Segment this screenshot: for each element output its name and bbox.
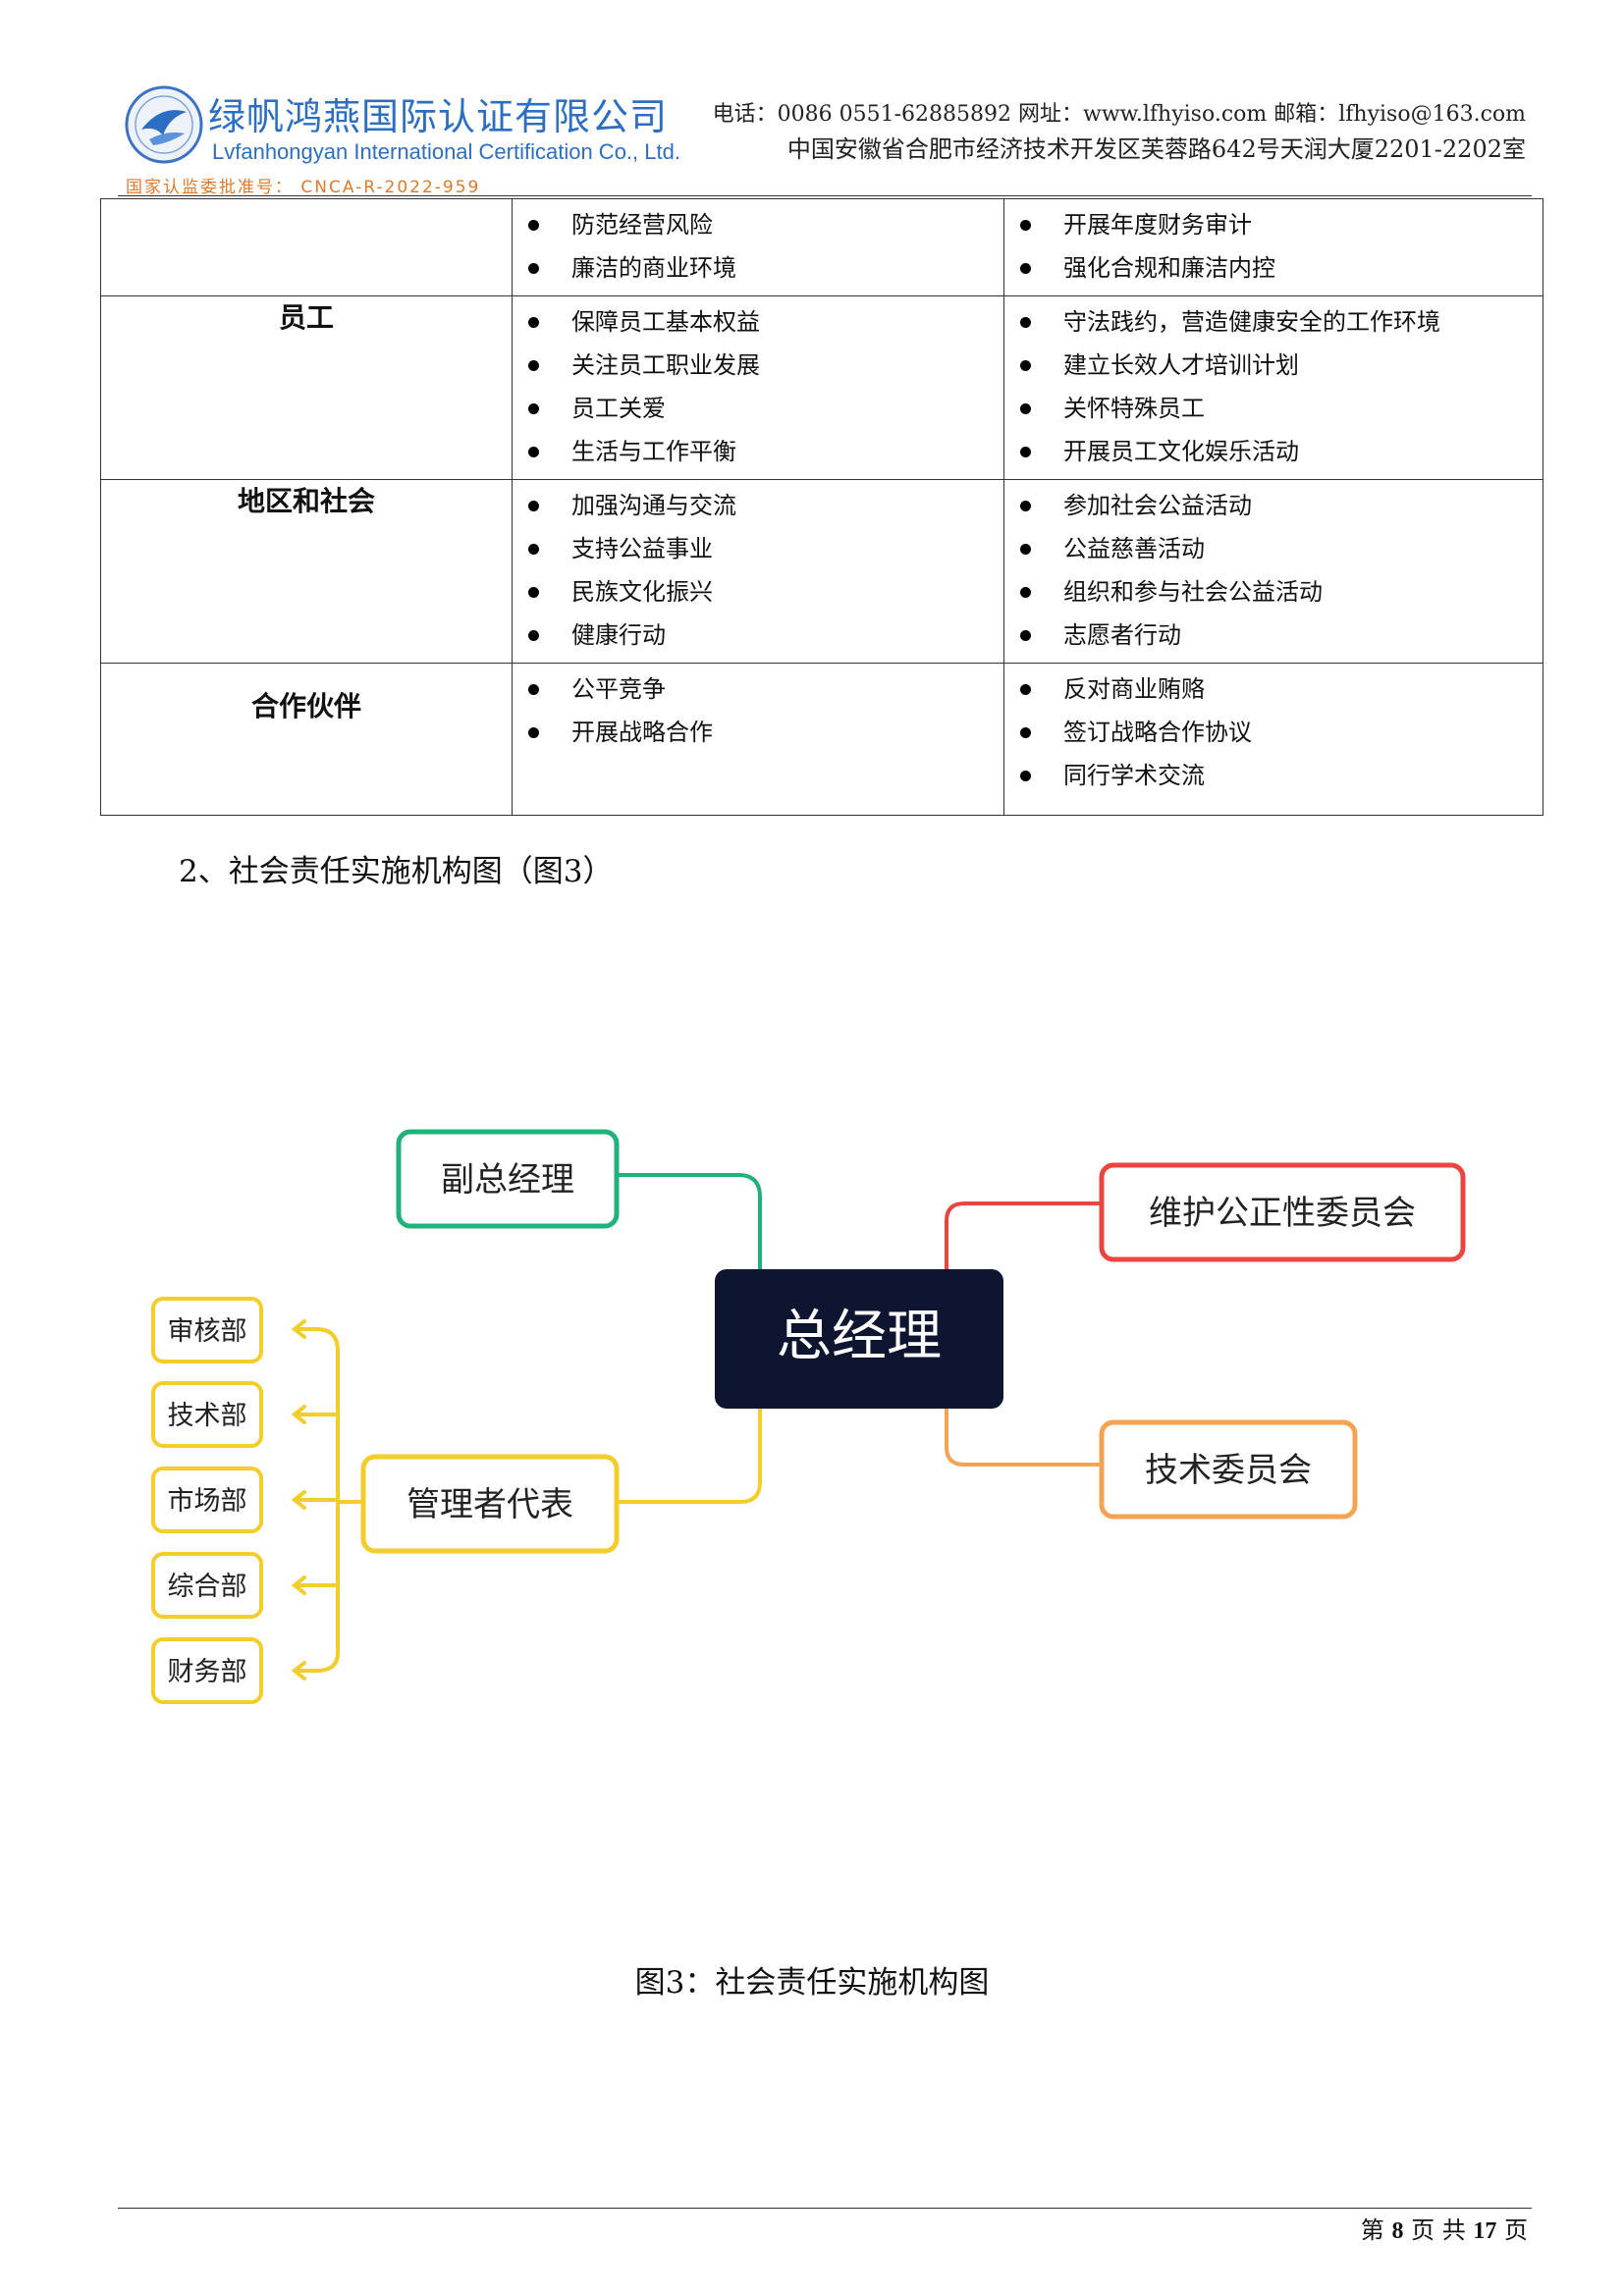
list-item: 支持公益事业 <box>513 527 1003 570</box>
footer-divider <box>118 2208 1532 2209</box>
list-item: 保障员工基本权益 <box>513 300 1003 344</box>
issues-cell: 防范经营风险 廉洁的商业环境 <box>512 198 1004 296</box>
section-title: 2、社会责任实施机构图（图3） <box>179 854 614 889</box>
list-item: 强化合规和廉洁内控 <box>1004 246 1543 290</box>
actions-cell: 参加社会公益活动 公益慈善活动 组织和参与社会公益活动 志愿者行动 <box>1003 479 1543 664</box>
total-pages: 17 <box>1473 2218 1497 2244</box>
issues-cell: 公平竞争 开展战略合作 <box>512 663 1004 816</box>
actions-cell: 反对商业贿赂 签订战略合作协议 同行学术交流 <box>1003 663 1543 816</box>
department-node <box>151 1637 263 1704</box>
department-label: 市场部 <box>168 1486 247 1517</box>
list-item: 守法践约，营造健康安全的工作环境 <box>1004 300 1543 344</box>
department-label: 审核部 <box>168 1316 247 1347</box>
table-row: 员工 保障员工基本权益 关注员工职业发展 员工关爱 生活与工作平衡 守法践约，营… <box>100 295 1543 480</box>
management-rep-node <box>360 1454 620 1554</box>
footer-middle: 页 共 <box>1411 2216 1466 2244</box>
fairness-connector <box>945 1201 1100 1269</box>
org-chart: 总经理 副总经理 管理者代表 维护公正性委员会 技术委员会 审核部 技术部 市场… <box>151 1129 1466 1704</box>
company-name-cn: 绿帆鸿燕国际认证有限公司 <box>208 95 669 138</box>
table-row: 合作伙伴 公平竞争 开展战略合作 反对商业贿赂 签订战略合作协议 同行学术交流 <box>100 663 1543 816</box>
list-item: 加强沟通与交流 <box>513 484 1003 527</box>
fairness-committee-node <box>1099 1162 1466 1262</box>
list-item: 生活与工作平衡 <box>513 430 1003 473</box>
stakeholder-table: 防范经营风险 廉洁的商业环境 开展年度财务审计 强化合规和廉洁内控 员工 保障员… <box>100 198 1543 816</box>
list-item: 健康行动 <box>513 614 1003 657</box>
fairness-committee-label: 维护公正性委员会 <box>1149 1194 1416 1233</box>
list-item: 志愿者行动 <box>1004 614 1543 657</box>
technical-committee-label: 技术委员会 <box>1145 1451 1312 1490</box>
list-item: 廉洁的商业环境 <box>513 246 1003 290</box>
approval-number: 国家认监委批准号： CNCA-R-2022-959 <box>126 178 481 197</box>
company-logo-icon <box>125 85 203 164</box>
department-connectors <box>295 1327 340 1673</box>
table-row: 地区和社会 加强沟通与交流 支持公益事业 民族文化振兴 健康行动 参加社会公益活… <box>100 479 1543 664</box>
list-item: 防范经营风险 <box>513 203 1003 246</box>
general-manager-label: 总经理 <box>777 1305 942 1368</box>
header-divider <box>118 195 1532 196</box>
department-arrowheads <box>291 1319 306 1681</box>
list-item: 员工关爱 <box>513 387 1003 430</box>
list-item: 公益慈善活动 <box>1004 527 1543 570</box>
management-rep-label: 管理者代表 <box>406 1485 573 1524</box>
list-item: 建立长效人才培训计划 <box>1004 344 1543 387</box>
list-item: 反对商业贿赂 <box>1004 667 1543 711</box>
list-item: 关怀特殊员工 <box>1004 387 1543 430</box>
category-cell: 合作伙伴 <box>100 663 513 816</box>
list-item: 组织和参与社会公益活动 <box>1004 570 1543 614</box>
technical-committee-node <box>1099 1419 1358 1520</box>
department-node <box>151 1552 263 1619</box>
department-node <box>151 1381 263 1448</box>
list-item: 开展年度财务审计 <box>1004 203 1543 246</box>
management-connector <box>617 1409 762 1504</box>
department-bracket <box>336 1351 361 1653</box>
deputy-manager-node <box>396 1129 620 1229</box>
list-item: 开展员工文化娱乐活动 <box>1004 430 1543 473</box>
department-node <box>151 1297 263 1363</box>
general-manager-node <box>715 1269 1003 1409</box>
contact-info: 电话：0086 0551-62885892 网址：www.lfhyiso.com… <box>712 102 1526 127</box>
technical-connector <box>945 1409 1100 1467</box>
company-address: 中国安徽省合肥市经济技术开发区芙蓉路642号天润大厦2201-2202室 <box>786 135 1526 163</box>
department-node <box>151 1467 263 1533</box>
department-label: 技术部 <box>168 1401 247 1431</box>
category-cell <box>100 198 513 296</box>
list-item: 开展战略合作 <box>513 711 1003 754</box>
list-item: 参加社会公益活动 <box>1004 484 1543 527</box>
issues-cell: 保障员工基本权益 关注员工职业发展 员工关爱 生活与工作平衡 <box>512 295 1004 480</box>
deputy-connector <box>617 1173 762 1269</box>
company-name-en: Lvfanhongyan International Certification… <box>212 139 680 164</box>
department-label: 综合部 <box>168 1572 247 1602</box>
list-item: 关注员工职业发展 <box>513 344 1003 387</box>
list-item: 同行学术交流 <box>1004 754 1543 797</box>
list-item: 签订战略合作协议 <box>1004 711 1543 754</box>
list-item: 公平竞争 <box>513 667 1003 711</box>
actions-cell: 守法践约，营造健康安全的工作环境 建立长效人才培训计划 关怀特殊员工 开展员工文… <box>1003 295 1543 480</box>
footer-prefix: 第 <box>1360 2216 1384 2244</box>
figure-caption: 图3：社会责任实施机构图 <box>634 1965 990 2001</box>
category-cell: 地区和社会 <box>100 479 513 664</box>
table-row: 防范经营风险 廉洁的商业环境 开展年度财务审计 强化合规和廉洁内控 <box>100 198 1543 296</box>
list-item: 民族文化振兴 <box>513 570 1003 614</box>
category-cell: 员工 <box>100 295 513 480</box>
deputy-manager-label: 副总经理 <box>441 1160 574 1200</box>
footer-suffix: 页 <box>1504 2216 1528 2244</box>
page-footer: 第 8 页 共 17 页 <box>1361 2211 1528 2245</box>
page-number: 8 <box>1391 2218 1404 2244</box>
actions-cell: 开展年度财务审计 强化合规和廉洁内控 <box>1003 198 1543 296</box>
issues-cell: 加强沟通与交流 支持公益事业 民族文化振兴 健康行动 <box>512 479 1004 664</box>
page-header: 绿帆鸿燕国际认证有限公司 Lvfanhongyan International … <box>0 0 1624 206</box>
department-label: 财务部 <box>168 1657 247 1687</box>
